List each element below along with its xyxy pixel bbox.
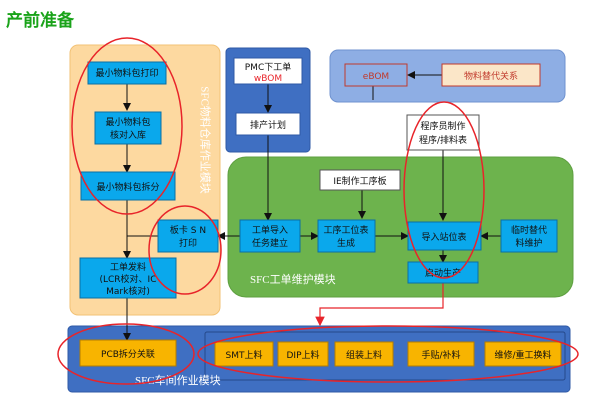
node-ie-process: IE制作工序板 (319, 169, 401, 191)
min-pack-check-label-2: 核对入库 (110, 129, 146, 141)
node-start-production: 启动生产 (407, 261, 479, 284)
node-pcb-split: PCB拆分关联 (79, 339, 177, 367)
node-temp-substitute: 临时替代 料维护 (500, 219, 558, 253)
dip-label: DIP上料 (286, 349, 319, 361)
node-manual: 手贴/补料 (407, 341, 475, 367)
node-material-issue: 工单发料 (LCR校对、IC Mark核对) (79, 257, 177, 299)
manual-label: 手贴/补料 (421, 349, 460, 361)
highlight-workshop-loading (197, 325, 579, 383)
node-smt: SMT上料 (214, 341, 274, 367)
issue-label-3: Mark核对) (106, 285, 150, 297)
node-ebom: eBOM (344, 63, 408, 87)
highlight-warehouse (71, 37, 183, 215)
highlight-pcb-split (57, 323, 195, 385)
station-table-label-1: 工序工位表 (323, 224, 368, 236)
highlight-programmer (403, 101, 485, 279)
board-sn-label-1: 板卡 S N (170, 224, 206, 236)
node-import-station: 导入站位表 (407, 221, 482, 251)
pmc-label-1: PMC下工单 (245, 61, 291, 73)
page-title: 产前准备 (6, 11, 74, 31)
temp-sub-label-2: 料维护 (515, 237, 542, 249)
node-schedule: 排产计划 (235, 112, 301, 136)
min-pack-check-label-1: 最小物料包 (105, 116, 150, 128)
min-pack-print-label: 最小物料包打印 (95, 67, 158, 79)
pmc-label-2: wBOM (254, 74, 282, 84)
node-pmc-work-order: PMC下工单 wBOM (233, 57, 303, 85)
highlight-board-sn (148, 205, 222, 295)
programmer-label-2: 程序/排料表 (419, 134, 467, 146)
smt-label: SMT上料 (226, 349, 263, 361)
station-table-label-2: 生成 (337, 237, 355, 249)
wo-import-label-2: 任务建立 (252, 237, 288, 249)
node-min-pack-print: 最小物料包打印 (87, 61, 167, 85)
start-to-workshop-connector (315, 283, 444, 327)
ie-process-label: IE制作工序板 (333, 175, 386, 187)
node-repair: 维修/重工换料 (484, 341, 562, 367)
node-station-table: 工序工位表 生成 (317, 219, 376, 253)
temp-sub-label-1: 临时替代 (511, 224, 547, 236)
warehouse-module-label: SFC物料仓库作业模块 (198, 86, 212, 194)
wo-import-label-1: 工单导入 (252, 224, 288, 236)
node-board-sn-print: 板卡 S N 打印 (157, 219, 219, 253)
workshop-module-label: SFC车间作业模块 (135, 373, 221, 387)
ebom-label: eBOM (363, 72, 389, 82)
workorder-module-panel (227, 156, 574, 298)
assembly-label: 组装上料 (346, 349, 382, 361)
highlight-ellipses (57, 37, 579, 385)
node-work-order-import: 工单导入 任务建立 (239, 219, 301, 253)
programmer-label-1: 程序员制作 (420, 120, 465, 132)
board-sn-label-2: 打印 (179, 237, 197, 249)
node-dip: DIP上料 (277, 341, 329, 367)
pcb-split-label: PCB拆分关联 (101, 348, 155, 360)
workorder-module-label: SFC工单维护模块 (250, 272, 336, 286)
issue-label-2: (LCR校对、IC (99, 273, 156, 285)
min-pack-split-label: 最小物料包拆分 (96, 181, 159, 193)
repair-label: 维修/重工换料 (494, 349, 551, 361)
import-station-label: 导入站位表 (421, 231, 466, 243)
schedule-label: 排产计划 (250, 119, 286, 131)
node-min-pack-check: 最小物料包 核对入库 (94, 111, 162, 145)
node-substitute-relation: 物料替代关系 (441, 63, 541, 87)
connectors (123, 71, 501, 341)
node-assembly: 组装上料 (334, 341, 394, 367)
substitute-relation-label: 物料替代关系 (464, 70, 518, 82)
issue-label-1: 工单发料 (110, 261, 146, 273)
node-min-pack-split: 最小物料包拆分 (80, 171, 176, 201)
